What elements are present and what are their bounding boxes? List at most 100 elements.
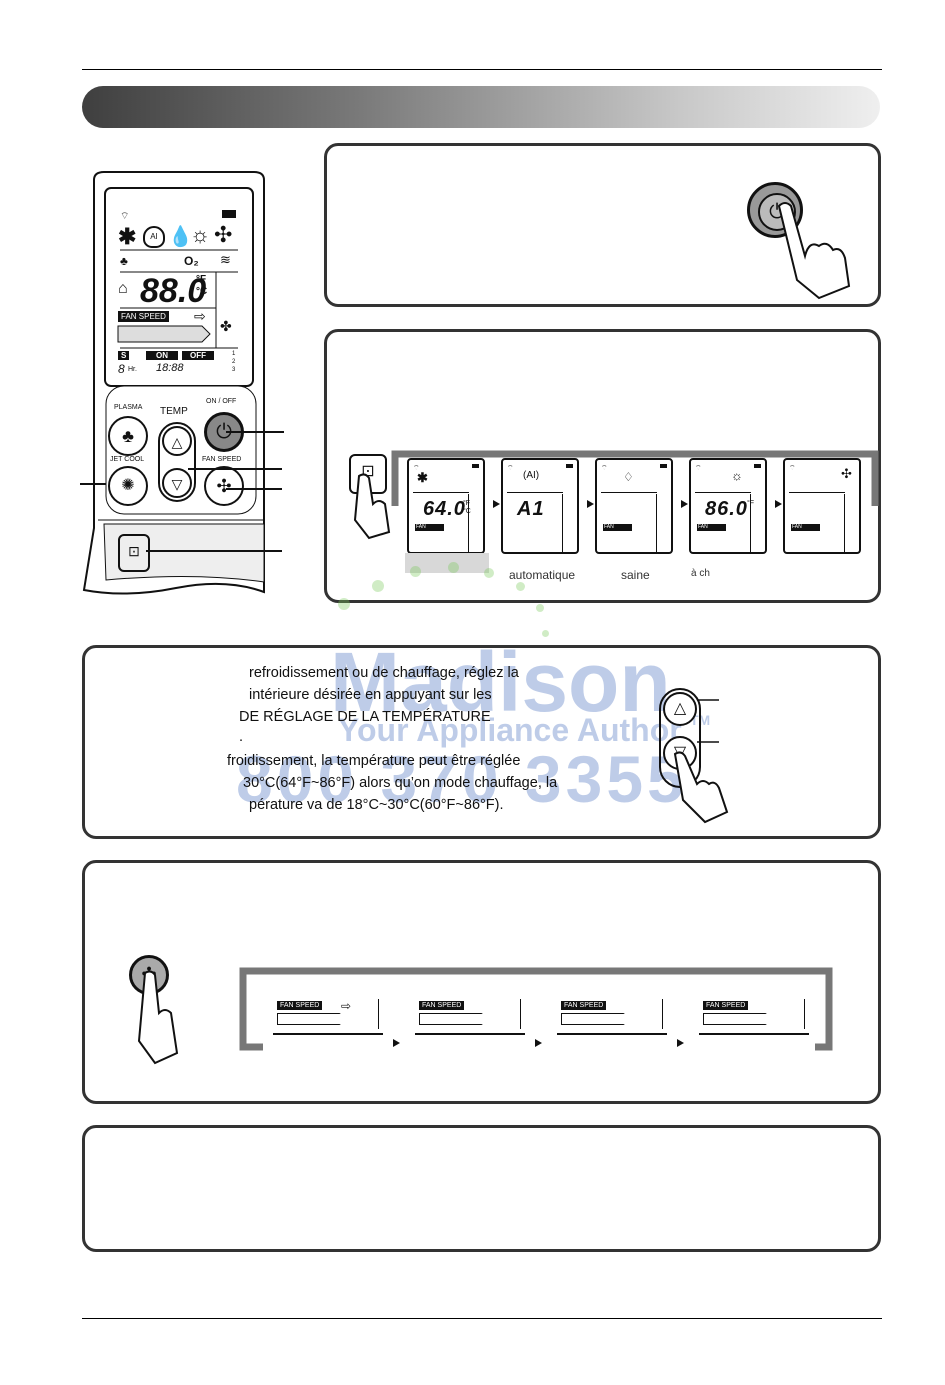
plasma-icon: ♣ (120, 254, 128, 268)
pressing-hand-icon-mode (353, 473, 391, 540)
temp-label: TEMP (160, 406, 188, 417)
display-unit-c: °C (196, 286, 208, 297)
fan-speed-label: FAN SPEED (202, 456, 242, 463)
info-panel (82, 1125, 881, 1252)
jet-cool-button[interactable]: ✺ (108, 466, 148, 506)
watermark-dot (448, 562, 459, 573)
fan-level-bar (703, 1013, 774, 1025)
temp-text-line-6: 30°C(64°F~86°F) alors qu’on mode chauffa… (243, 775, 558, 791)
temp-rocker (158, 422, 196, 502)
swing-arrow-icon: ⇨ (194, 308, 206, 324)
fan-speed-step-4: FAN SPEED (699, 999, 809, 1035)
watermark-dot (536, 604, 544, 612)
watermark-dot (542, 630, 549, 637)
o2-icon: O₂ (184, 254, 199, 268)
wifi-icon-small: ⌔ (413, 465, 420, 472)
dry-mode-icon: 💧 (168, 226, 193, 248)
battery-icon-small (660, 464, 667, 468)
watermark-dot (484, 568, 494, 578)
leader-lines (80, 431, 284, 552)
lcd-divider (413, 492, 469, 493)
fan-speed-step-2-label: FAN SPEED (419, 1001, 465, 1010)
fan-speed-step-1-label: FAN SPEED (277, 1001, 323, 1010)
wifi-icon: ⌔ (120, 211, 130, 222)
cycle-arrow (775, 500, 782, 508)
temp-text-line-1: refroidissement ou de chauffage, réglez … (249, 665, 519, 681)
pressing-hand-icon-temp (673, 751, 729, 824)
mode-display-cool-value: 64.0 (423, 498, 466, 520)
watermark-dot (372, 580, 384, 592)
display-timer-time: 18:88 (156, 362, 184, 374)
fan-mode-icon-small: ✣ (841, 466, 852, 481)
temp-text-line-5: froidissement, la température peut être … (227, 753, 521, 769)
temp-text-line-2: intérieure désirée en appuyant sur les (249, 687, 492, 703)
plasma-label: PLASMA (114, 404, 143, 411)
cool-mode-icon: ✱ (118, 224, 137, 249)
watermark-phone: 800 370 3355 (236, 742, 688, 816)
temp-leader-lines (697, 699, 719, 743)
temp-down-button[interactable]: ▽ (162, 468, 192, 498)
cool-mode-icon-small: ✱ (417, 470, 428, 485)
wifi-icon-small: ⌔ (789, 465, 796, 472)
display-number-2: 2 (232, 359, 236, 365)
cycle-arrow (587, 500, 594, 508)
mode-display-cool-unit-c: °C (463, 508, 471, 515)
mode-display-dry: ⌔ ♢ FAN SPEED (595, 458, 673, 554)
temp-text-line-4: . (239, 729, 244, 745)
battery-icon (222, 210, 236, 218)
dry-mode-icon-small: ♢ (623, 470, 634, 484)
mode-caption-healthy: saine (621, 568, 650, 582)
temp-up-illustration: △ (663, 692, 697, 726)
display-temp-digits: 88.0 (140, 272, 207, 310)
temp-text-line-3: DE RÉGLAGE DE LA TEMPÉRATURE (239, 709, 491, 725)
wifi-icon-small: ⌔ (695, 465, 702, 472)
watermark-name: Madison (330, 635, 671, 729)
mode-button[interactable]: ⊡ (118, 534, 150, 572)
heater-icon: ≋ (220, 252, 231, 267)
mode-display-fan: ⌔ ✣ FAN SPEED (783, 458, 861, 554)
mode-caption-auto: automatique (509, 568, 576, 582)
watermark-dot (516, 582, 525, 591)
mode-display-ai: ⌔ (AI) A1 (501, 458, 579, 554)
mode-display-ai-value: A1 (517, 498, 545, 520)
battery-icon-small (754, 464, 761, 468)
heat-mode-icon-small: ☼ (731, 468, 743, 483)
fan-speed-step-1: FAN SPEED ⇨ (273, 999, 383, 1035)
cycle-arrow (493, 500, 500, 508)
fan-speed-panel: ✣ FAN SPEED ⇨ FAN SPEED FAN SPEED FAN SP… (82, 860, 881, 1104)
display-number-3: 3 (232, 367, 236, 373)
lcd-divider (789, 492, 845, 493)
fan-clover-icon: ✤ (220, 318, 232, 334)
mode-display-cool: ⌔ ✱ 64.0 °F °C FAN SPEED (407, 458, 485, 554)
display-timer-digit: 8 (118, 362, 125, 376)
temp-text-line-7: pérature va de 18°C~30°C(60°F~86°F). (249, 797, 504, 813)
bottom-rule (82, 1318, 882, 1319)
fan-cycle-arrow (535, 1039, 542, 1047)
plasma-button[interactable]: ♣ (108, 416, 148, 456)
fan-speed-step-3: FAN SPEED (557, 999, 667, 1035)
display-hr: Hr. (128, 366, 137, 373)
top-rule (82, 69, 882, 70)
mode-display-cool-unit-f: °F (463, 500, 471, 507)
fan-speed-step-3-label: FAN SPEED (561, 1001, 607, 1010)
temp-up-button[interactable]: △ (162, 426, 192, 456)
pressing-hand-icon-fan (137, 970, 179, 1065)
cycle-arrow (681, 500, 688, 508)
fan-speed-button[interactable]: ✣ (204, 466, 244, 506)
section-banner (82, 86, 880, 128)
mode-display-fan-label-3: FAN SPEED (603, 524, 632, 537)
fan-cycle-arrow (393, 1039, 400, 1047)
display-s-label: S (118, 351, 130, 360)
battery-icon-small (472, 464, 479, 468)
jet-cool-label: JET COOL (110, 456, 145, 463)
pressing-hand-icon (777, 202, 851, 300)
display-fan-speed-label: FAN SPEED (118, 311, 169, 322)
swing-arrow-icon-small: ⇨ (341, 999, 352, 1013)
watermark-tagline: Your Appliance Author (338, 712, 682, 748)
display-number-1: 1 (232, 351, 236, 357)
power-panel: ⏻ (324, 143, 881, 307)
mode-display-heat: ⌔ ☼ 86.0 °F FAN SPEED (689, 458, 767, 554)
mode-panel: ⊡ ⌔ ✱ 64.0 °F °C FAN SPEED ⌔ (AI) A1 ⌔ ♢… (324, 329, 881, 603)
on-off-label: ON / OFF (206, 398, 237, 405)
fan-level-bar (277, 1013, 348, 1025)
